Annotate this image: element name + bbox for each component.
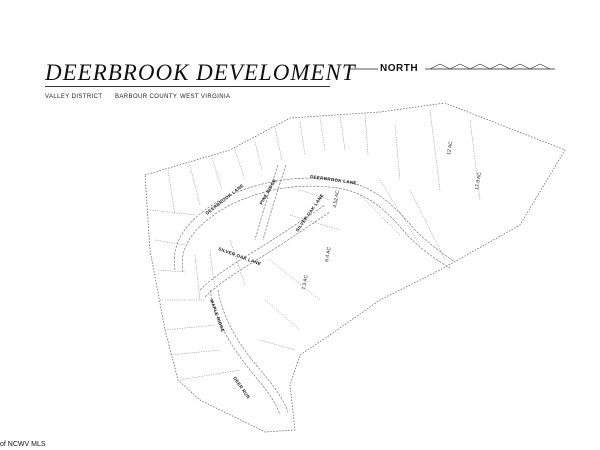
property-boundary (144, 102, 566, 433)
title-underline (45, 86, 330, 87)
road-label-silver-oak-lane-west: SILVER OAK LANE (218, 246, 262, 266)
road-label-silver-oak-lane-east: SILVER OAK LANE (295, 193, 325, 233)
north-label: NORTH (380, 63, 419, 74)
district-label: VALLEY DISTRICT (45, 94, 103, 100)
road-label-deerbrook-lane-west: DEERBROOK LANE (205, 183, 245, 216)
north-arrow: NORTH (350, 62, 555, 76)
state-label: WEST VIRGINIA (180, 94, 231, 100)
lot-lines (149, 109, 481, 381)
acreage-label-3: 6.4 AC (324, 246, 333, 262)
county-label: BARBOUR COUNTY (115, 94, 178, 100)
page-title: DEERBROOK DEVELOMENT (45, 60, 356, 85)
acreage-label-1: 4.52 AC (332, 189, 341, 208)
road-label-deer-run: DEER RUN (232, 376, 251, 400)
acreage-label-5: 12 AC (446, 141, 454, 156)
acreage-label-4: 7.3 AC (301, 274, 310, 290)
mls-credit: of NCWV MLS (0, 441, 46, 448)
road-label-maple-ridge: MAPLE RIDGE (209, 299, 226, 333)
road-label-deerbrook-lane: DEERBROOK LANE (310, 174, 357, 185)
roads (173, 164, 456, 416)
acreage-label-2: 17.3 AC (474, 171, 483, 190)
